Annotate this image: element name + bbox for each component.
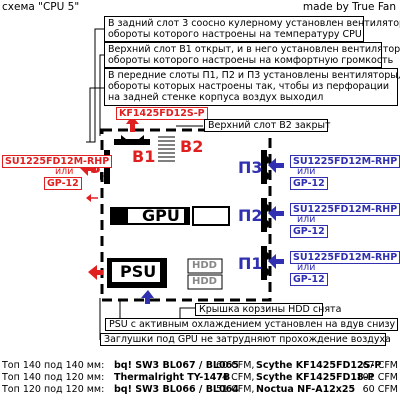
front-fan-3-alt: GP-12 [290,177,328,190]
front-fan-1-alt: GP-12 [290,273,328,286]
slot-p3-label: П3 [238,158,263,177]
page-title: схема "CPU 5" [2,1,80,13]
psu-label: PSU [120,262,157,281]
gpu-label: GPU [142,206,180,225]
footer-row: Топ 140 под 120 мм: Thermalright TY-147B… [2,372,398,383]
slot-b1-label: В1 [132,147,156,166]
footer-row: Топ 140 под 140 мм: bq! SW3 BL067 / BL06… [2,360,398,371]
top-fan-model: KF1425FD12S-P [116,107,208,120]
note-rear-fan: В задний слот 3 соосно кулерному установ… [104,16,400,42]
footer-row: Топ 120 под 120 мм: bq! SW3 BL066 / BL06… [2,384,398,395]
front-fan-2-alt: GP-12 [290,225,328,238]
rear-fan-alt: GP-12 [44,177,82,190]
front-fan-3-model: SU1225FD12M-RHP [290,155,400,168]
hdd-label-2: HDD [192,276,217,287]
front-fan-3-or: или [297,166,316,177]
front-fan-1-or: или [297,262,316,273]
author-credit: made by True Fan [302,1,396,13]
note-top-closed: Верхний слот В2 закрыт [204,119,331,132]
footer-table: Топ 140 под 140 мм: bq! SW3 BL067 / BL06… [2,360,398,396]
slot-b2-label: В2 [180,137,204,156]
front-fan-2-model: SU1225FD12M-RHP [290,203,400,216]
front-fan-2-or: или [297,214,316,225]
rear-fan-or: или [55,166,74,177]
rear-fan-model: SU1225FD12M-RHP [2,155,113,168]
front-fan-1-model: SU1225FD12M-RHP [290,251,400,264]
top-fan-b1 [114,135,150,145]
slot-p2-label: П2 [238,206,263,225]
note-hdd: Крышка корзины HDD снята [195,303,341,316]
hdd-label-1: HDD [192,260,217,271]
slot-p1-label: П1 [238,254,263,273]
note-psu: PSU с активным охлаждением установлен на… [105,318,398,331]
top-vent-b2 [158,136,175,162]
note-front-fans: В передние слоты П1, П2 и П3 установлены… [104,68,400,106]
note-gpu: Заглушки под GPU не затрудняют прохожден… [100,333,391,346]
note-top-fan: Верхний слот В1 открыт, и в него установ… [104,42,400,68]
